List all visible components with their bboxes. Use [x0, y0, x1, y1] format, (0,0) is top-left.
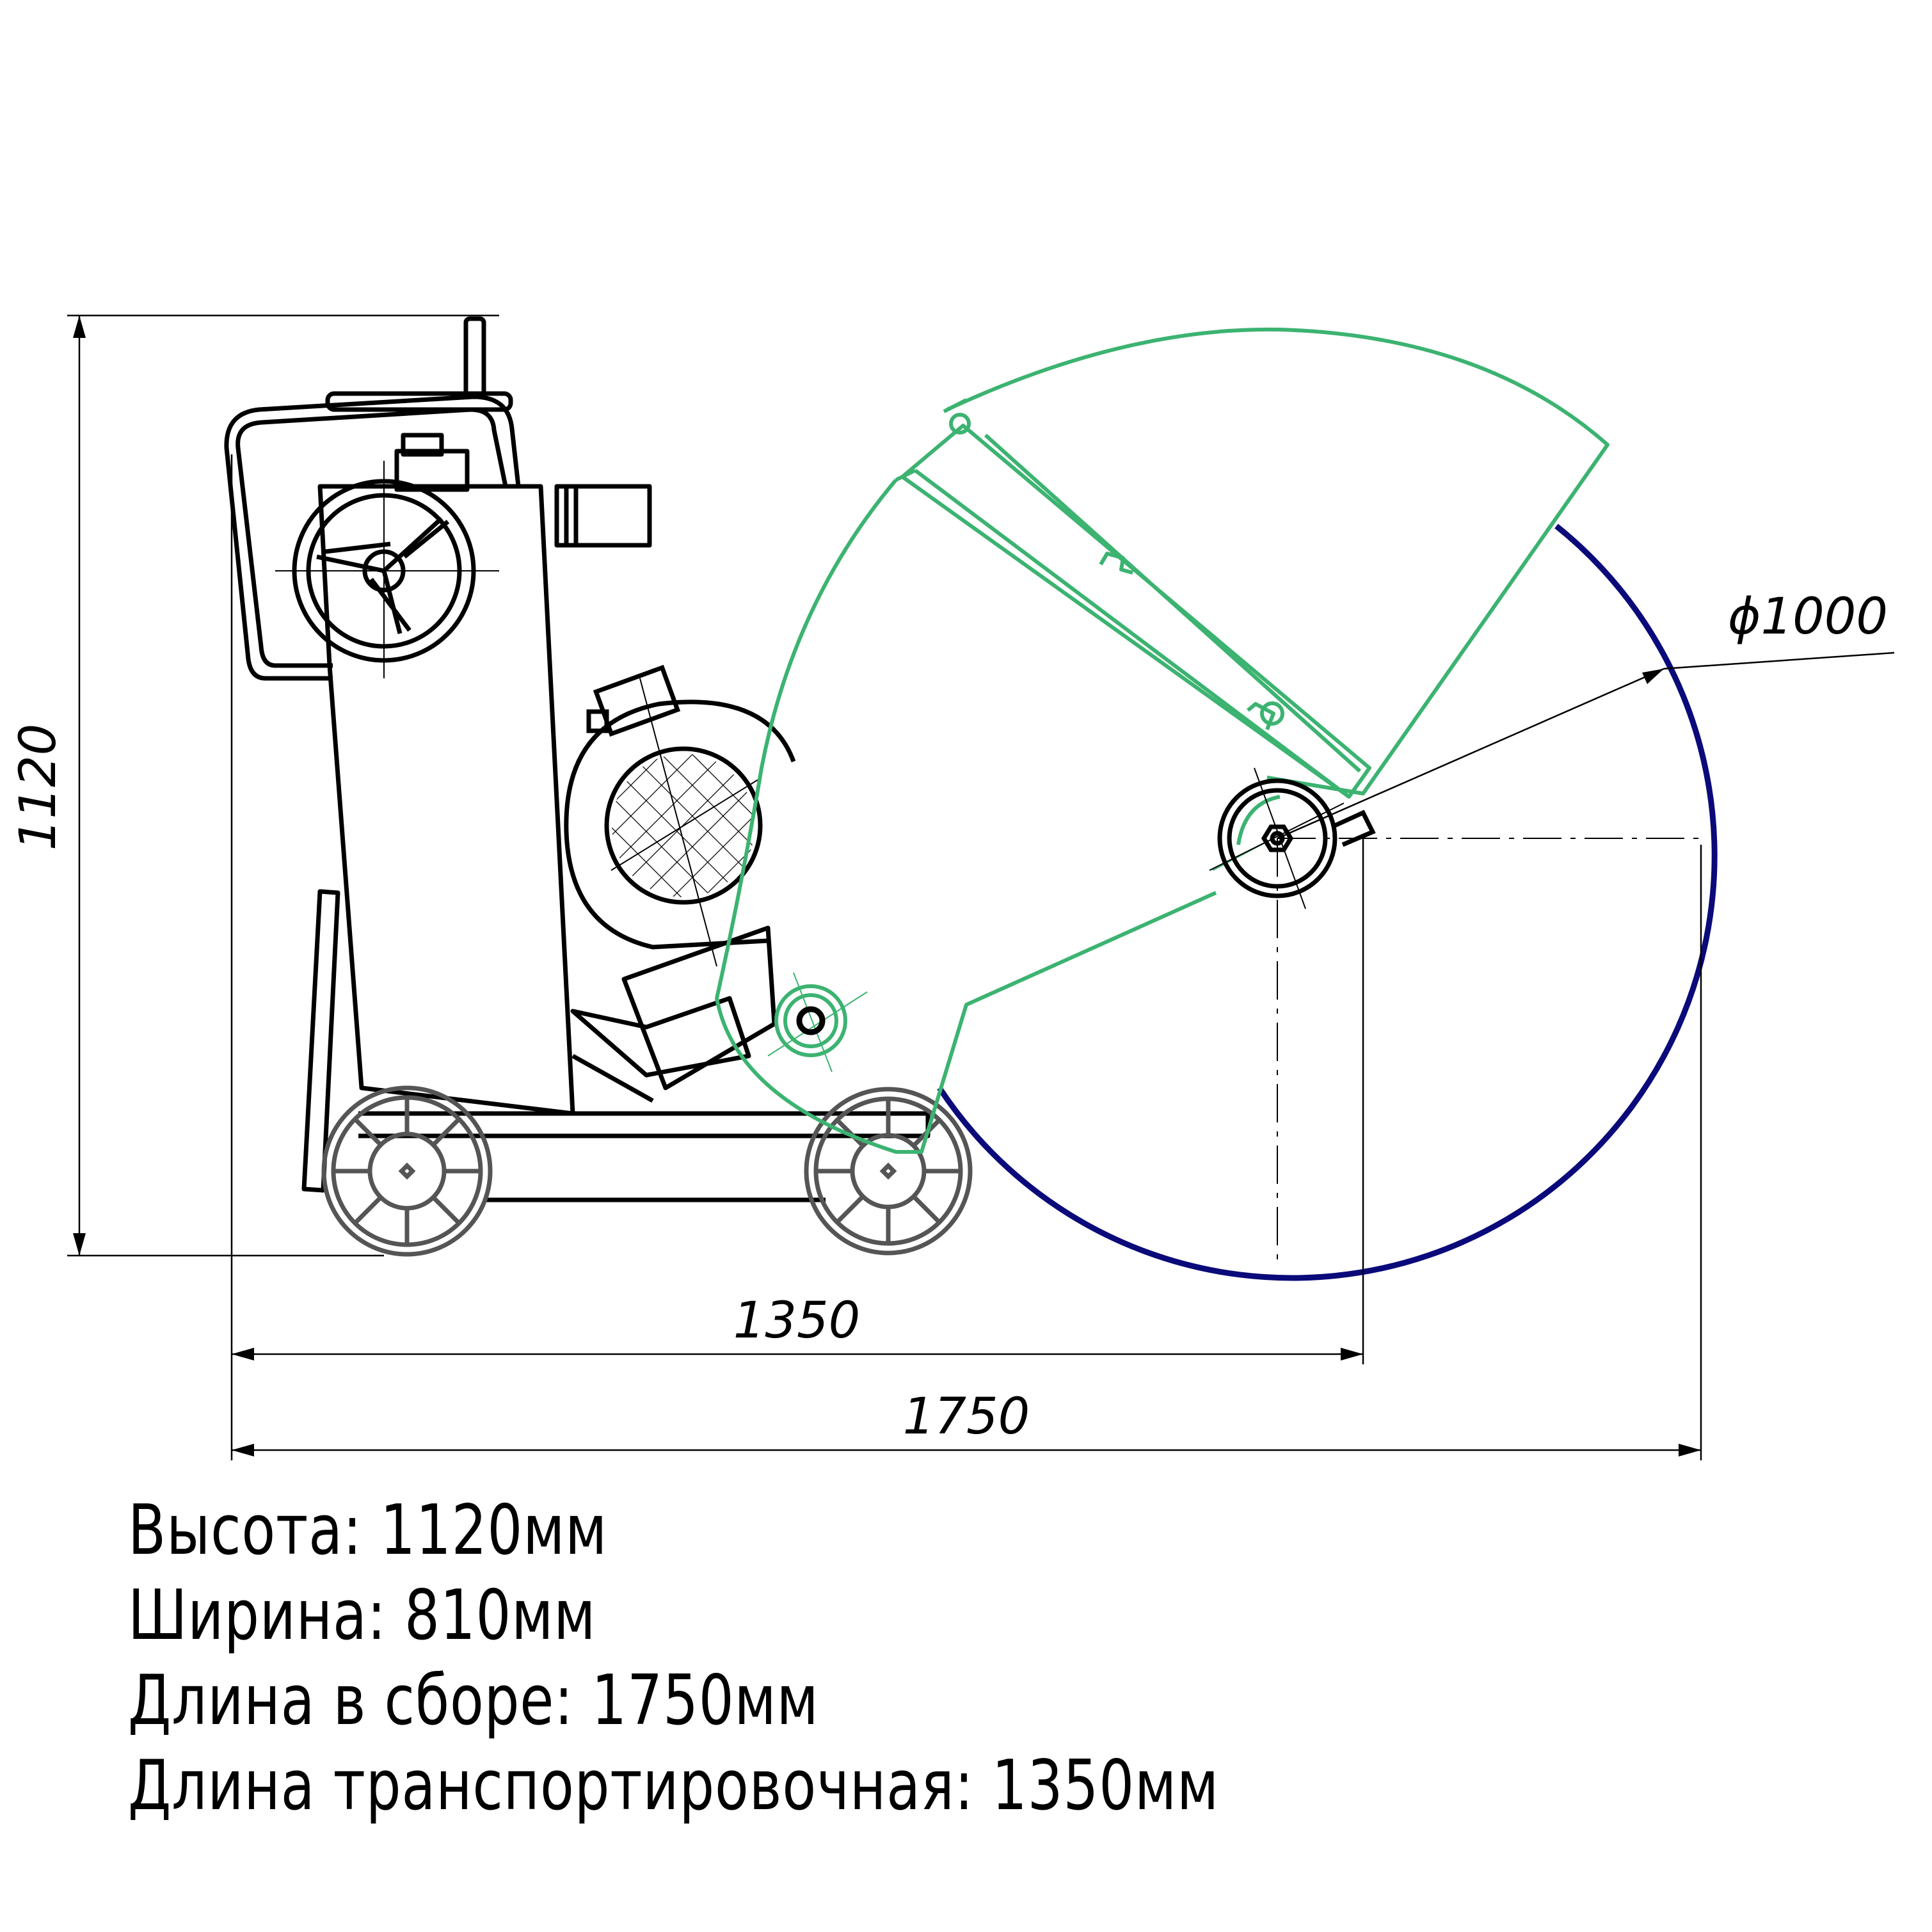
- saw-blade: [937, 523, 1718, 1281]
- rear-wheel: [321, 1085, 493, 1257]
- front-wheel: [804, 1087, 973, 1256]
- guard-center-lines: [767, 838, 1274, 1073]
- spec-assembled-length: Длина в сборе: 1750мм: [128, 1658, 1219, 1743]
- assembled-length-dimension-label: 1750: [903, 1388, 1030, 1446]
- spec-height-label: Высота:: [128, 1490, 362, 1570]
- height-dimension-label: 1120: [10, 724, 67, 851]
- tank-center-lines: [275, 461, 499, 678]
- blade-diameter-label: ϕ1000: [1728, 588, 1888, 646]
- spec-assembled-length-value: 1750мм: [591, 1661, 819, 1741]
- spec-width: Ширина: 810мм: [128, 1573, 1219, 1658]
- transport-length-dimension-label: 1350: [733, 1292, 861, 1350]
- engine: [564, 664, 796, 950]
- engine-center-lines: [611, 678, 762, 967]
- spec-height: Высота: 1120мм: [128, 1488, 1219, 1573]
- spec-transport-length-value: 1350мм: [991, 1746, 1219, 1826]
- blade-guard: [715, 327, 1609, 1154]
- center-lines: [1277, 838, 1702, 1264]
- specifications-list: Высота: 1120мм Ширина: 810мм Длина в сбо…: [128, 1488, 1219, 1828]
- lower-pivot-bolt: [796, 1006, 826, 1035]
- spec-width-label: Ширина:: [128, 1576, 387, 1656]
- spec-width-value: 810мм: [404, 1576, 596, 1656]
- spec-transport-length-label: Длина транспортировочная:: [128, 1746, 974, 1826]
- dimension-arrows: [73, 315, 1701, 1457]
- spec-height-value: 1120мм: [380, 1490, 608, 1570]
- hub-center-lines: [1209, 767, 1345, 909]
- spec-transport-length: Длина транспортировочная: 1350мм: [128, 1743, 1219, 1828]
- dimension-lines: [67, 314, 1895, 1460]
- spec-assembled-length-label: Длина в сборе:: [128, 1661, 574, 1741]
